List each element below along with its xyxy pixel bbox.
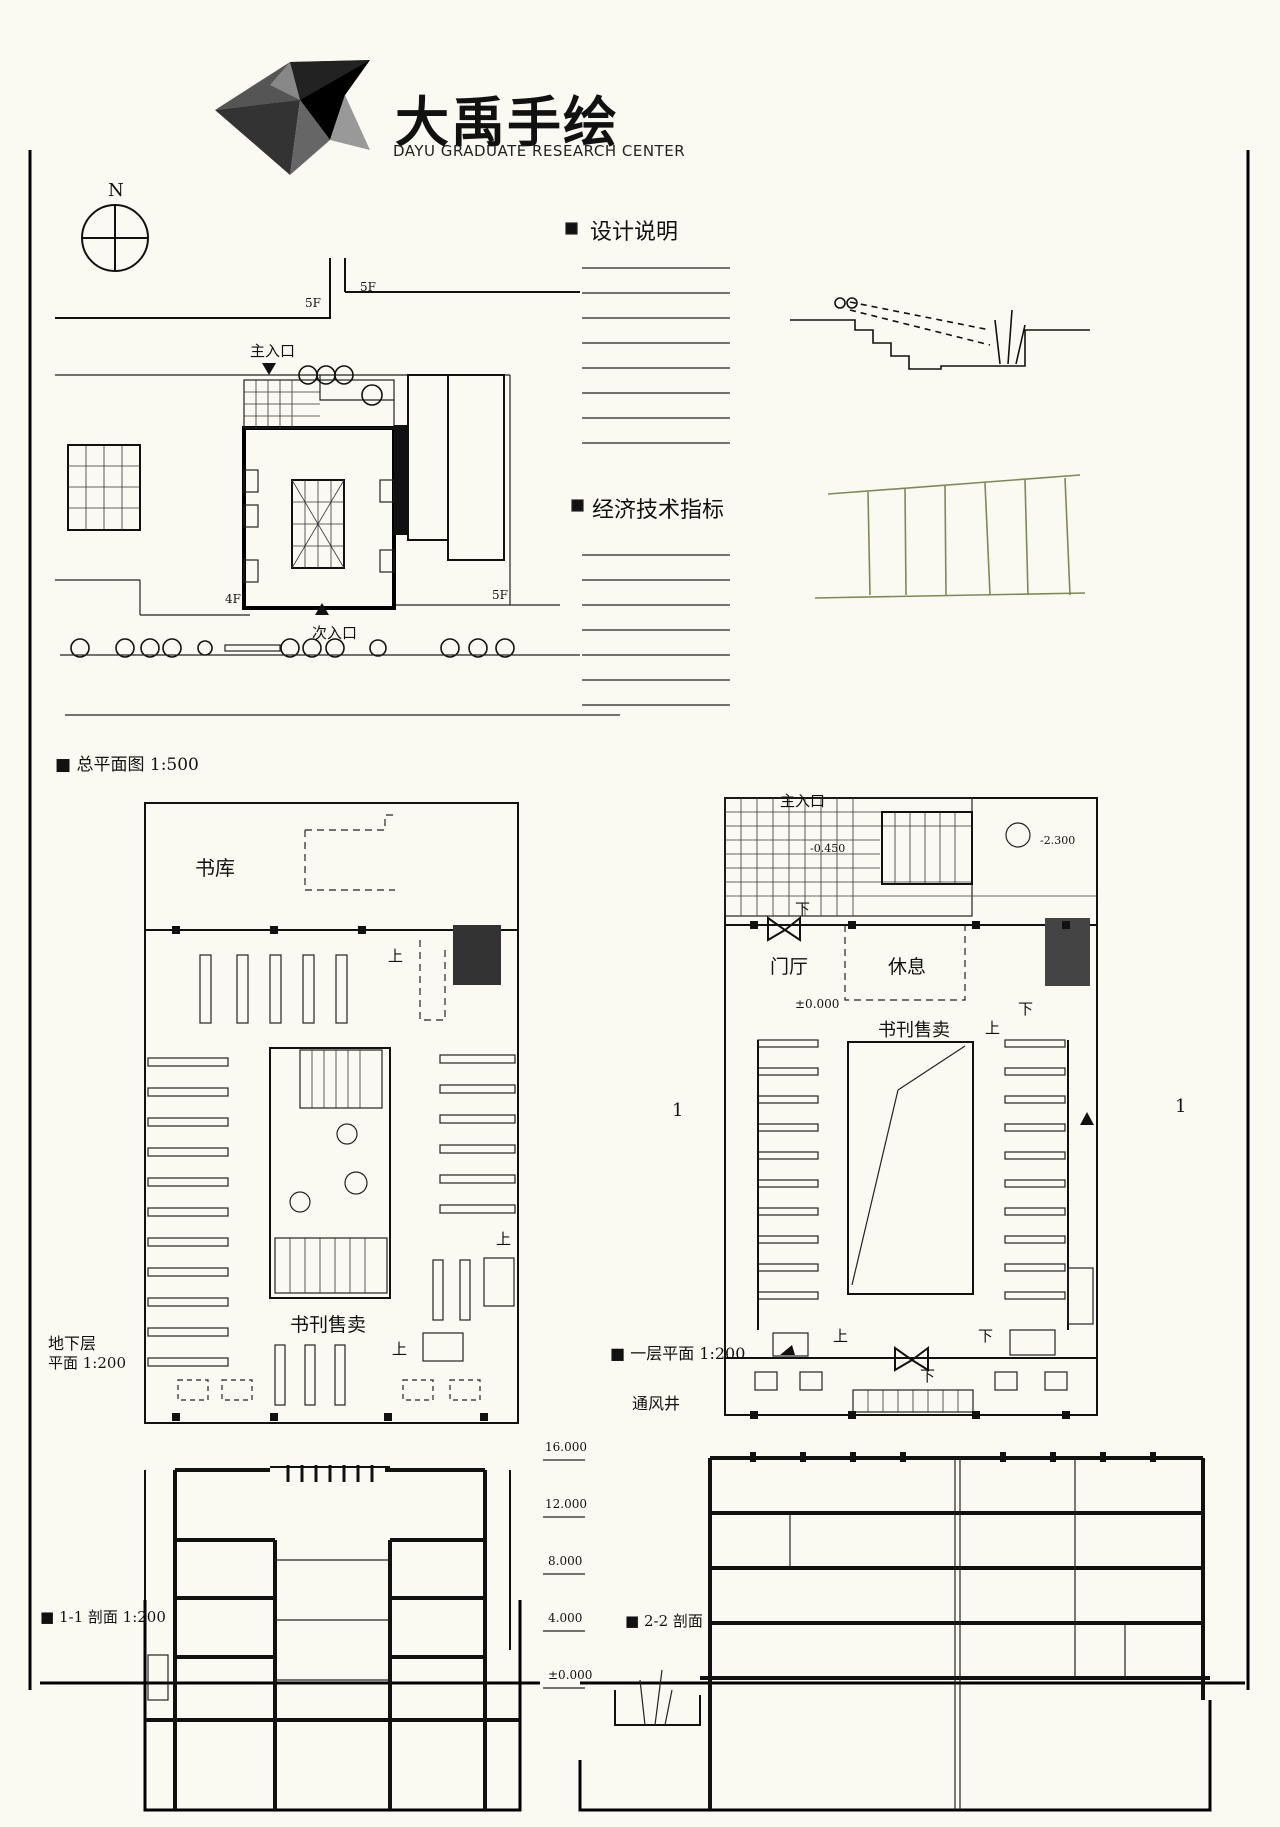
site-setback-label: 5F bbox=[305, 296, 321, 310]
logo-title: 大禹手绘 bbox=[395, 91, 619, 154]
stair-down-label: 下 bbox=[978, 1327, 994, 1345]
logo-mark-icon bbox=[215, 60, 370, 175]
section-1-1-title: ■ 1-1 剖面 1:200 bbox=[40, 1608, 166, 1626]
basement-plan-drawing bbox=[144, 802, 519, 1424]
elevation-markers bbox=[543, 1459, 585, 1689]
north-label: N bbox=[108, 180, 124, 201]
level-label: ±0.000 bbox=[795, 997, 840, 1011]
section-2-2-title-text: 2-2 剖面 bbox=[643, 1612, 703, 1630]
site-plan-title-text: 总平面图 1:500 bbox=[76, 755, 199, 775]
room-label-book-sales: 书刊售卖 bbox=[878, 1020, 950, 1041]
site-setback-label: 5F bbox=[360, 280, 376, 294]
stair-down-label: 下 bbox=[920, 1367, 936, 1385]
logo-subtitle: DAYU GRADUATE RESEARCH CENTER bbox=[393, 142, 686, 160]
elevation-label: 16.000 bbox=[545, 1440, 587, 1454]
room-label-book-stack: 书库 bbox=[195, 856, 235, 880]
ground-plan-title: ■ 一层平面 1:200 bbox=[610, 1344, 746, 1363]
room-label-lobby: 门厅 bbox=[770, 956, 809, 978]
site-plan-title: ■ 总平面图 1:500 bbox=[55, 755, 199, 775]
ground-plan-title-text: 一层平面 1:200 bbox=[630, 1344, 746, 1363]
ground-floor-plan-drawing bbox=[724, 797, 1098, 1419]
section-2-2-drawing bbox=[578, 1452, 1212, 1812]
stair-down-label: 下 bbox=[795, 900, 811, 918]
level-label: -2.300 bbox=[1040, 834, 1076, 847]
section-1-1-title-text: 1-1 剖面 1:200 bbox=[58, 1608, 166, 1626]
stair-up-label: 上 bbox=[392, 1340, 408, 1358]
basement-plan-title-line1: 地下层 bbox=[48, 1334, 97, 1353]
stair-up-label: 上 bbox=[833, 1327, 849, 1345]
site-section-sketch bbox=[790, 297, 1090, 370]
elevation-label: 12.000 bbox=[545, 1497, 587, 1511]
vent-shaft-label: 通风井 bbox=[632, 1394, 681, 1413]
tech-indicators-heading: 经济技术指标 bbox=[592, 498, 725, 523]
section-cut-mark: 1 bbox=[1175, 1096, 1187, 1117]
site-main-entrance-label: 主入口 bbox=[250, 342, 296, 360]
elevation-label: 4.000 bbox=[548, 1611, 583, 1625]
ground-main-entrance-label: 主入口 bbox=[780, 792, 826, 810]
stair-down-label: 下 bbox=[1018, 1000, 1034, 1018]
site-plan-drawing bbox=[55, 258, 620, 716]
site-setback-label: 5F bbox=[492, 588, 508, 602]
section-2-2-title: ■ 2-2 剖面 bbox=[625, 1612, 703, 1630]
stair-up-label: 上 bbox=[985, 1019, 1001, 1037]
basement-plan-title-line2: 平面 1:200 bbox=[48, 1354, 126, 1372]
notes-lines bbox=[565, 222, 730, 706]
elevation-label: ±0.000 bbox=[548, 1668, 593, 1682]
north-arrow-icon bbox=[81, 204, 149, 272]
section-1-1-drawing bbox=[143, 1465, 522, 1812]
stair-up-label: 上 bbox=[496, 1230, 512, 1248]
level-label: -0.450 bbox=[810, 842, 846, 855]
stair-up-label: 上 bbox=[388, 947, 404, 965]
perspective-sketch bbox=[814, 474, 1086, 599]
elevation-label: 8.000 bbox=[548, 1554, 583, 1568]
site-secondary-entrance-label: 次入口 bbox=[312, 624, 358, 642]
section-cut-mark: 1 bbox=[672, 1100, 684, 1121]
room-label-book-sales: 书刊售卖 bbox=[290, 1314, 367, 1336]
site-setback-label: 4F bbox=[225, 592, 241, 606]
design-notes-heading: 设计说明 bbox=[590, 220, 679, 245]
room-label-rest: 休息 bbox=[888, 956, 927, 978]
